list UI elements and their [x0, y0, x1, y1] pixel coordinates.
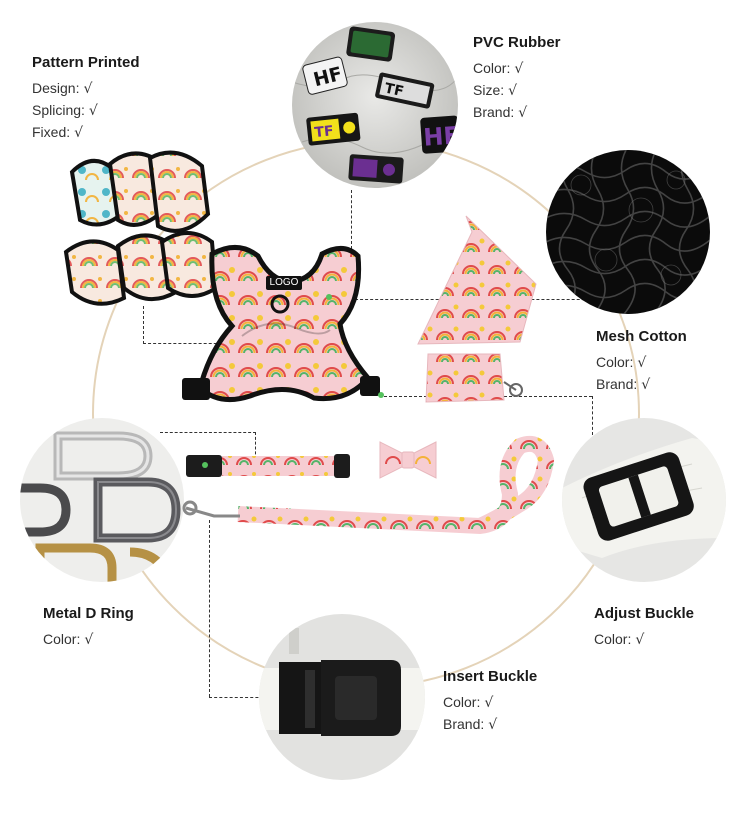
leader-line-dring [255, 432, 256, 464]
callout-adjust-buckle: Adjust Buckle Color:√ [594, 605, 694, 651]
check-mark-icon: √ [84, 632, 94, 648]
callout-title: Metal D Ring [43, 605, 134, 622]
check-mark-icon: √ [484, 695, 494, 711]
spec-row: Color:√ [594, 629, 694, 651]
callout-title: PVC Rubber [473, 34, 561, 51]
marker-dot [378, 392, 384, 398]
marker-dot [326, 294, 332, 300]
spec-row: Fixed:√ [32, 122, 140, 144]
spec-label: Splicing: [32, 102, 85, 118]
spec-row: Color:√ [473, 58, 561, 80]
check-mark-icon: √ [74, 125, 84, 141]
leader-line-pattern [143, 306, 144, 344]
spec-label: Color: [594, 631, 632, 647]
collar [186, 452, 352, 482]
spec-row: Color:√ [443, 692, 537, 714]
marker-dot [202, 462, 208, 468]
spec-label: Design: [32, 80, 80, 96]
metal-d-ring-photo [20, 418, 184, 582]
spec-label: Color: [596, 354, 634, 370]
bow-tie [378, 438, 438, 482]
check-mark-icon: √ [637, 355, 647, 371]
spec-label: Color: [43, 631, 81, 647]
check-mark-icon: √ [488, 717, 498, 733]
leader-line-insert [209, 520, 210, 697]
callout-mesh-cotton: Mesh Cotton Color:√ Brand:√ [596, 328, 687, 396]
callout-title: Mesh Cotton [596, 328, 687, 345]
spec-row: Brand:√ [473, 102, 561, 124]
callout-insert-buckle: Insert Buckle Color:√ Brand:√ [443, 668, 537, 736]
spec-row: Brand:√ [443, 714, 537, 736]
check-mark-icon: √ [641, 377, 651, 393]
spec-label: Brand: [473, 104, 515, 120]
logo-text: LOGO [269, 277, 299, 288]
spec-label: Color: [443, 694, 481, 710]
check-mark-icon: √ [88, 103, 98, 119]
spec-label: Fixed: [32, 124, 71, 140]
leader-line-buckle [592, 396, 593, 471]
spec-label: Size: [473, 82, 505, 98]
check-mark-icon: √ [514, 61, 524, 77]
check-mark-icon: √ [635, 632, 645, 648]
patch-text: HF [422, 121, 458, 151]
callout-title: Insert Buckle [443, 668, 538, 685]
insert-buckle-photo [259, 614, 425, 780]
spec-row: Design:√ [32, 78, 140, 100]
adjust-buckle-photo [562, 418, 726, 582]
leader-line-insert [209, 697, 279, 698]
spec-row: Splicing:√ [32, 100, 140, 122]
spec-row: Size:√ [473, 80, 561, 102]
callout-pvc-rubber: PVC Rubber Color:√ Size:√ Brand:√ [473, 34, 561, 124]
leader-line-pvc [351, 190, 352, 300]
leader-line-dring [160, 432, 256, 433]
main-harness: LOGO [180, 240, 390, 412]
callout-pattern-printed: Pattern Printed Design:√ Splicing:√ Fixe… [32, 54, 140, 144]
bandana-and-bag [408, 214, 548, 412]
spec-row: Color:√ [596, 352, 687, 374]
leash [180, 434, 560, 544]
patch-text: TF [314, 123, 335, 141]
patch-text: TF [383, 81, 405, 101]
logo-tag: LOGO [266, 276, 302, 290]
mesh-cotton-photo [546, 150, 710, 314]
spec-row: Color:√ [43, 629, 134, 651]
spec-label: Brand: [443, 716, 485, 732]
pvc-rubber-photo: HF TF TF HF [292, 22, 458, 188]
spec-label: Color: [473, 60, 511, 76]
callout-title: Adjust Buckle [594, 605, 695, 622]
check-mark-icon: √ [508, 83, 518, 99]
spec-row: Brand:√ [596, 374, 687, 396]
callout-title: Pattern Printed [32, 54, 140, 71]
pattern-printed-harnesses [52, 142, 222, 312]
callout-metal-d-ring: Metal D Ring Color:√ [43, 605, 134, 651]
check-mark-icon: √ [518, 105, 528, 121]
check-mark-icon: √ [83, 81, 93, 97]
spec-label: Brand: [596, 376, 638, 392]
